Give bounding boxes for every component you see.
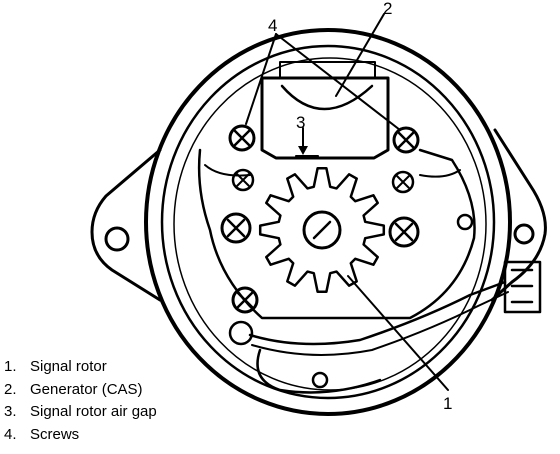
screw-left-mid bbox=[231, 168, 255, 192]
legend-item: 2.Generator (CAS) bbox=[4, 380, 143, 398]
leader-1 bbox=[347, 275, 449, 391]
screw-right-upper bbox=[392, 126, 420, 154]
legend: 1.Signal rotor 2.Generator (CAS) 3.Signa… bbox=[4, 356, 157, 446]
generator-top bbox=[279, 61, 376, 79]
generator-coil bbox=[280, 84, 374, 111]
plate-bracket bbox=[204, 164, 461, 178]
right-flange bbox=[490, 128, 547, 302]
leader-3-arrow bbox=[298, 146, 308, 155]
rotor-shaft-slot bbox=[312, 220, 332, 240]
leader-4a bbox=[245, 33, 277, 125]
wire-harness bbox=[248, 280, 507, 346]
wire-harness-lower bbox=[256, 348, 382, 394]
terminal-lug bbox=[228, 320, 254, 346]
signal-rotor bbox=[258, 166, 386, 294]
callout-4: 4 bbox=[268, 16, 277, 35]
callout-3: 3 bbox=[296, 113, 305, 132]
screw-left-upper bbox=[228, 124, 256, 152]
small-hole-bottom bbox=[311, 371, 329, 389]
rotor-shaft bbox=[302, 210, 342, 250]
leader-4b bbox=[275, 33, 401, 131]
small-hole-right bbox=[456, 213, 474, 231]
base-plate bbox=[197, 148, 476, 320]
wire-harness-2 bbox=[251, 291, 509, 356]
right-flange-hole bbox=[513, 223, 535, 245]
housing-outer-rim bbox=[144, 28, 512, 416]
callout-1: 1 bbox=[443, 394, 452, 413]
connector-plug bbox=[503, 260, 542, 314]
generator-cas bbox=[260, 76, 390, 160]
screw-left-lower bbox=[220, 212, 252, 244]
legend-item: 3.Signal rotor air gap bbox=[4, 403, 157, 420]
screw-right-mid bbox=[391, 170, 415, 194]
left-flange bbox=[90, 148, 162, 302]
screw-right-lower bbox=[388, 216, 420, 248]
screw-bottom-left bbox=[231, 286, 259, 314]
housing-inner-rim-2 bbox=[173, 57, 487, 391]
leader-2 bbox=[335, 13, 385, 97]
legend-item: 1.Signal rotor bbox=[4, 358, 107, 375]
housing-inner-rim bbox=[160, 44, 496, 400]
callout-2: 2 bbox=[383, 0, 392, 18]
left-flange-hole bbox=[104, 226, 130, 252]
legend-item: 4.Screws bbox=[4, 425, 80, 443]
